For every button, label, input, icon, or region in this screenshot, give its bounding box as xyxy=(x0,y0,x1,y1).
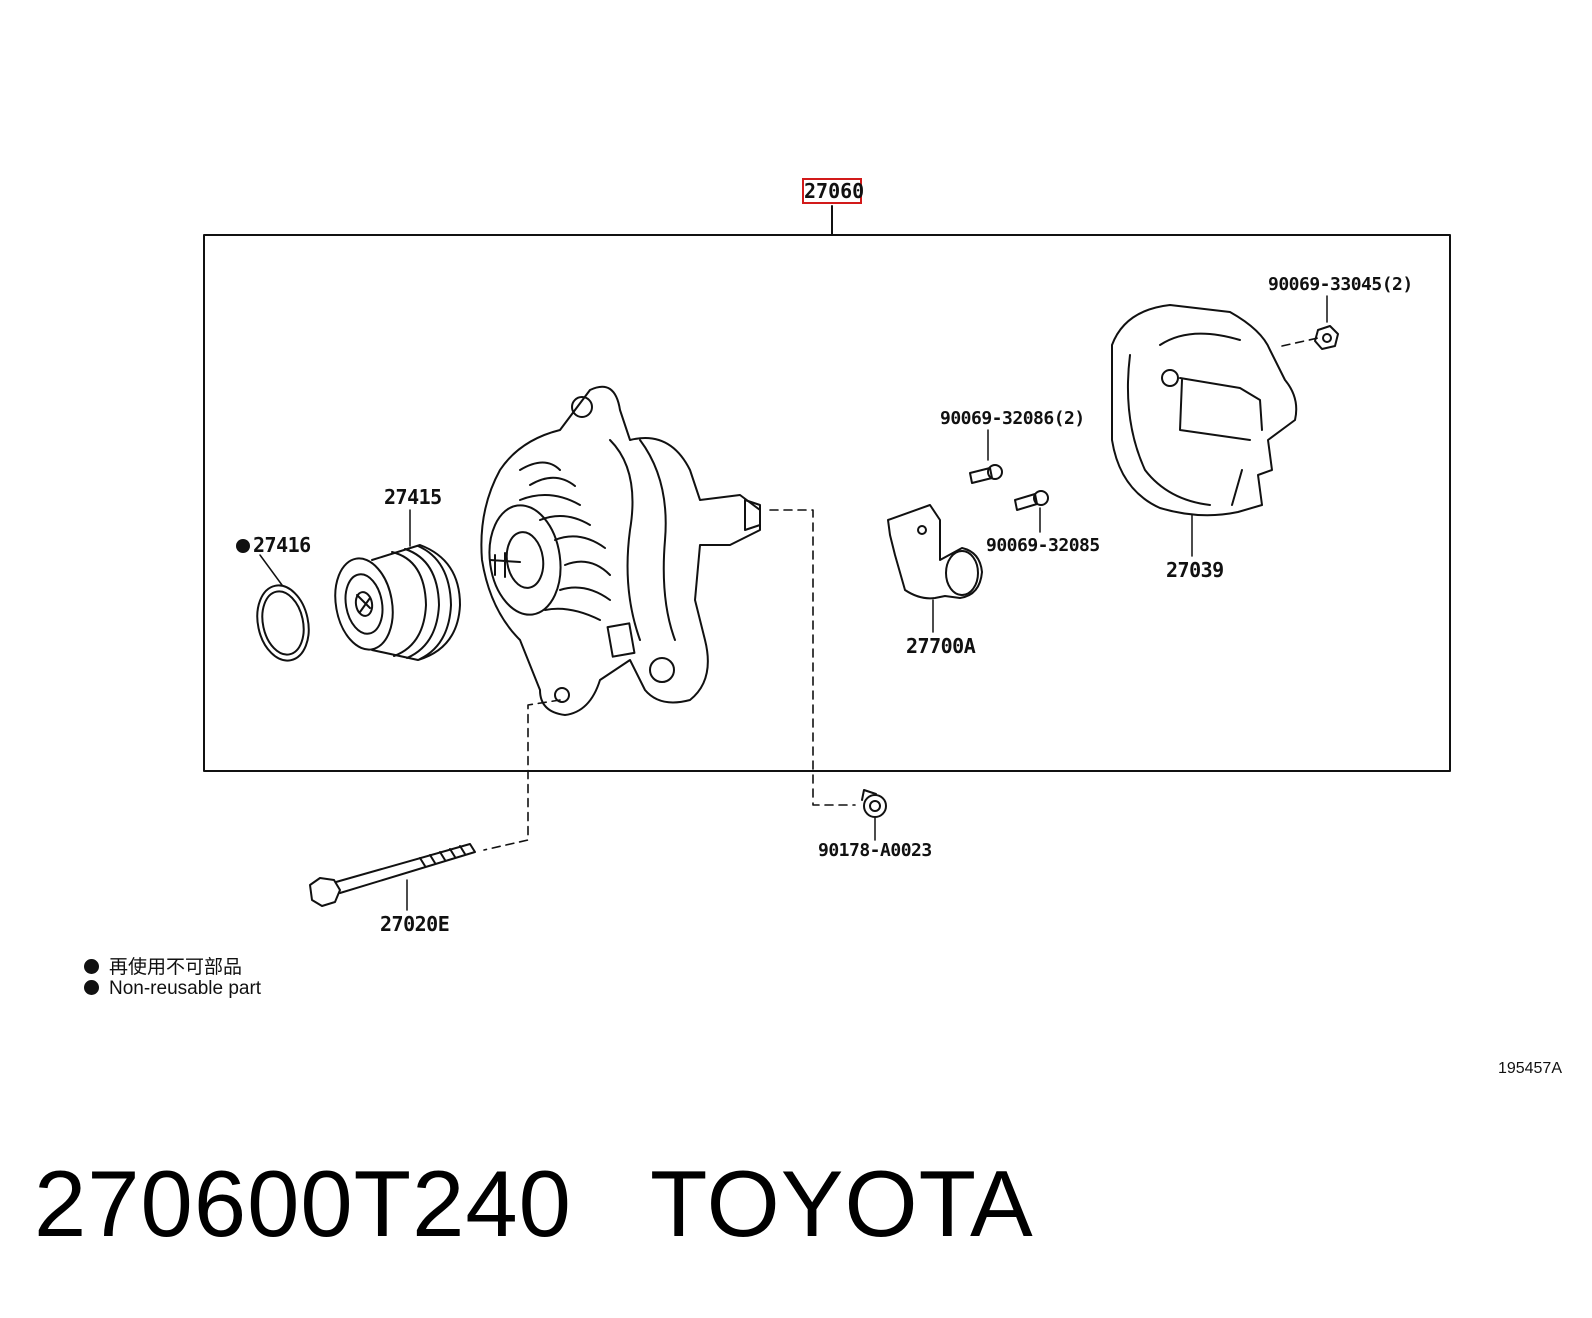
screw-32086-illustration xyxy=(969,464,1003,484)
illustration-code: 195457A xyxy=(1497,1060,1562,1077)
legend-text-jp: 再使用不可部品 xyxy=(109,957,243,978)
leader-bolt xyxy=(483,699,561,851)
regulator-illustration xyxy=(887,504,983,600)
label-27700A[interactable]: 27700A xyxy=(906,634,976,658)
alternator-illustration xyxy=(480,385,761,716)
label-27039[interactable]: 27039 xyxy=(1166,558,1224,582)
legend-text-en: Non-reusable part xyxy=(109,978,262,999)
label-90069-32086[interactable]: 90069-32086(2) xyxy=(940,408,1085,429)
leader-terminal-nut xyxy=(769,509,856,806)
label-27416-text: 27416 xyxy=(253,533,311,557)
label-27416[interactable]: 27416 xyxy=(236,533,311,557)
cover-nut-illustration xyxy=(1314,325,1339,350)
non-reusable-marker-icon xyxy=(236,539,250,553)
label-27415[interactable]: 27415 xyxy=(384,485,442,509)
leader-cover-nut xyxy=(1281,337,1319,347)
pulley-illustration xyxy=(334,544,461,661)
o-ring-illustration xyxy=(256,584,310,662)
part-number-footer: 270600T240 TOYOTA xyxy=(34,1150,1034,1258)
bullet-icon xyxy=(84,980,99,995)
assembly-box xyxy=(203,234,1451,772)
label-90178-A0023[interactable]: 90178-A0023 xyxy=(818,840,932,861)
label-90069-32085[interactable]: 90069-32085 xyxy=(986,535,1100,556)
bolt-illustration xyxy=(309,843,476,907)
screw-32085-illustration xyxy=(1014,490,1049,511)
label-90069-33045[interactable]: 90069-33045(2) xyxy=(1268,274,1413,295)
label-27020E[interactable]: 27020E xyxy=(380,912,450,936)
bullet-icon xyxy=(84,959,99,974)
footer-part-number: 270600T240 xyxy=(34,1151,572,1256)
assembly-part-number-label[interactable]: 27060 xyxy=(802,178,865,204)
rear-cover-illustration xyxy=(1111,304,1298,517)
legend-item-jp: 再使用不可部品 xyxy=(84,952,242,979)
legend-item-en: Non-reusable part xyxy=(84,978,261,1000)
terminal-nut-illustration xyxy=(861,789,887,818)
footer-brand: TOYOTA xyxy=(649,1151,1034,1256)
